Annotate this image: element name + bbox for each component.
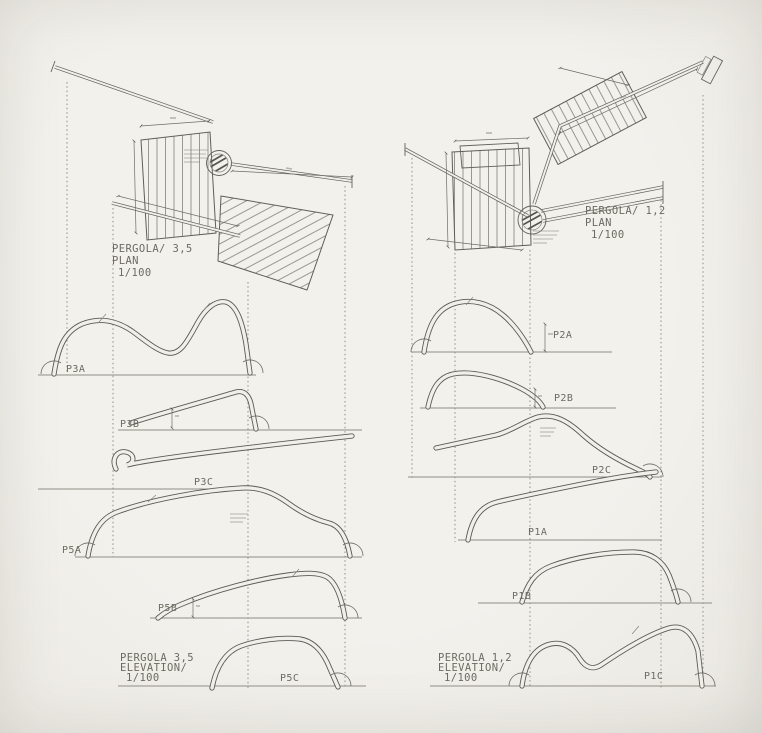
beam-plate-12 [459,142,521,169]
elevation-title-35-line2: ELEVATION/ [120,662,187,674]
profile-p3c: P3C [114,436,352,488]
profile-label-p5c: P5C [280,673,299,684]
elevation-title-12-scale: 1/100 [444,672,478,684]
plan-title-35-line2: PLAN [112,255,139,267]
plan-title-12: PERGOLA/ 1,2 PLAN 1/100 [585,205,666,241]
profile-p1a: P1A [468,472,656,540]
profile-p3b: P3B [120,392,270,430]
plan-title-12-line1: PERGOLA/ 1,2 [585,205,666,217]
profile-label-p2a: P2A [553,330,572,341]
profile-p1b: P1B [512,552,692,602]
elevation-title-12: PERGOLA 1,2 ELEVATION/ 1/100 [438,652,512,684]
elevations-pergola-12: P2A P2B P2C P1A P1B [410,296,716,686]
profile-label-p1b: P1B [512,591,531,602]
end-post-12 [696,55,724,85]
profile-p5c: P5C [212,638,352,688]
profile-label-p5b: P5B [158,603,177,614]
plan-title-35-line1: PERGOLA/ 3,5 [112,243,193,255]
profile-label-p3c: P3C [194,477,213,488]
elevation-title-12-line1: PERGOLA 1,2 [438,652,512,664]
profile-label-p1c: P1C [644,671,663,682]
elevation-title-35-scale: 1/100 [126,672,160,684]
plan-title-35: PERGOLA/ 3,5 PLAN 1/100 [112,243,193,279]
plan-dimensions-12 [426,66,698,252]
plan-title-12-scale: 1/100 [591,229,625,241]
elevation-title-35-line1: PERGOLA 3,5 [120,652,194,664]
profile-p3a: P3A [40,302,264,375]
profile-label-p2c: P2C [592,465,611,476]
profile-label-p3a: P3A [66,364,85,375]
profile-label-p2b: P2B [554,393,573,404]
deck-hatch-35b [217,195,334,291]
profile-p2c: P2C [436,416,664,477]
profile-p5b: P5B [158,568,359,618]
profile-label-p3b: P3B [120,419,139,430]
profile-p5a: P5A [62,488,364,556]
profile-p2b: P2B [428,373,573,407]
elevation-title-35: PERGOLA 3,5 ELEVATION/ 1/100 [120,652,194,684]
annotation-note-35 [184,149,209,163]
plan-pergola-35: PERGOLA/ 3,5 PLAN 1/100 [50,60,354,291]
profile-label-p1a: P1A [528,527,547,538]
elevation-title-12-line2: ELEVATION/ [438,662,505,674]
profile-label-p5a: P5A [62,545,81,556]
plan-dimensions-35 [116,117,354,235]
deck-hatch-35 [140,131,217,241]
annotation-note-p2c [540,427,556,437]
profile-p2a: P2A [410,296,572,352]
plan-title-35-scale: 1/100 [118,267,152,279]
annotation-note-12 [533,230,559,244]
plan-pergola-12: PERGOLA/ 1,2 PLAN 1/100 [403,55,724,252]
profile-p1c: P1C [508,626,716,686]
elevations-pergola-35: P3A P3B P3C P5A [40,302,364,688]
elevation-baselines [38,351,716,687]
plan-title-12-line2: PLAN [585,217,612,229]
annotation-note-p5a [230,513,248,523]
deck-hatch-12 [451,147,532,251]
column-circle-35 [206,150,232,176]
